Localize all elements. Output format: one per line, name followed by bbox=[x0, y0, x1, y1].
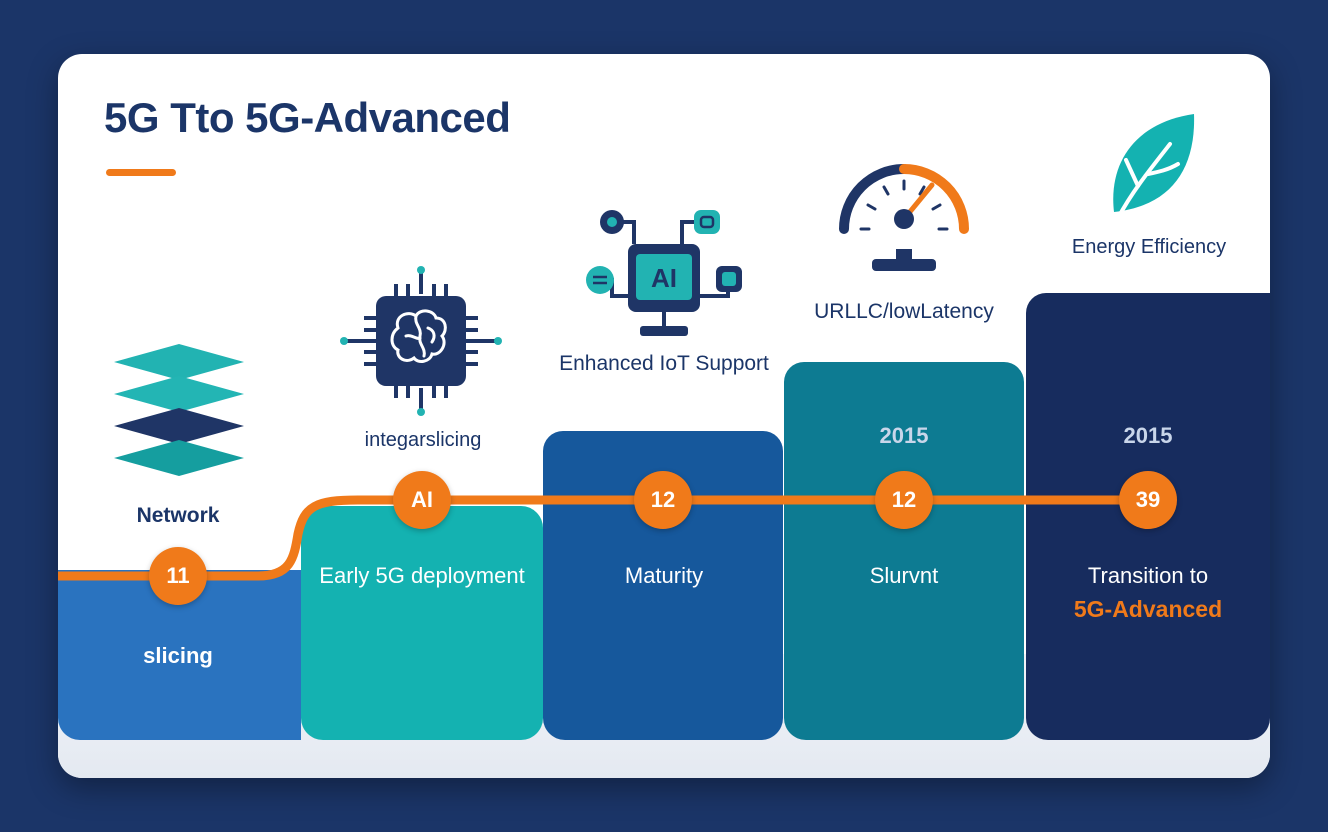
leaf-icon bbox=[1113, 114, 1195, 220]
title-underline bbox=[106, 169, 176, 176]
stage-2-top-label: integarslicing bbox=[364, 429, 482, 451]
stage-5-year: 2015 bbox=[1123, 423, 1173, 448]
stage-4-panel bbox=[784, 362, 1024, 740]
timeline-node-3: 12 bbox=[634, 471, 692, 529]
stage-3-panel-label: Maturity bbox=[624, 563, 704, 588]
stage-3-top-label: Enhanced IoT Support bbox=[559, 352, 769, 375]
timeline-node-5: 39 bbox=[1119, 471, 1177, 529]
speedometer-icon bbox=[839, 164, 969, 271]
timeline-node-4: 12 bbox=[875, 471, 933, 529]
timeline-line bbox=[58, 495, 1148, 581]
stage-2-panel bbox=[301, 506, 543, 740]
stage-1-top-label: Network bbox=[136, 504, 220, 527]
stacked-layers-icon bbox=[114, 344, 244, 476]
stage-4-panel-label: Slurvnt bbox=[869, 563, 939, 588]
stage-2-panel-label: Early 5G deployment bbox=[319, 563, 525, 588]
stage-1-panel-label: slicing bbox=[143, 643, 213, 668]
ai-chip-brain-icon bbox=[340, 266, 502, 416]
page-title: 5G Tto 5G-Advanced bbox=[104, 94, 511, 141]
stage-4-year: 2015 bbox=[879, 423, 929, 448]
stage-5-panel-highlight: 5G-Advanced bbox=[1073, 596, 1223, 622]
timeline-node-1: 11 bbox=[149, 547, 207, 605]
svg-text:AI: AI bbox=[651, 263, 677, 293]
timeline-node-2: AI bbox=[393, 471, 451, 529]
stage-4-top-label: URLLC/lowLatency bbox=[814, 300, 994, 323]
infographic-card: 5G Tto 5G-Advanced 11 AI 12 12 39 Networ… bbox=[58, 54, 1270, 778]
ai-iot-monitor-icon: AI bbox=[586, 210, 742, 336]
stage-5-panel-label: Transition to bbox=[1087, 563, 1209, 588]
stage-5-top-label: Energy Efficiency bbox=[1071, 236, 1227, 258]
